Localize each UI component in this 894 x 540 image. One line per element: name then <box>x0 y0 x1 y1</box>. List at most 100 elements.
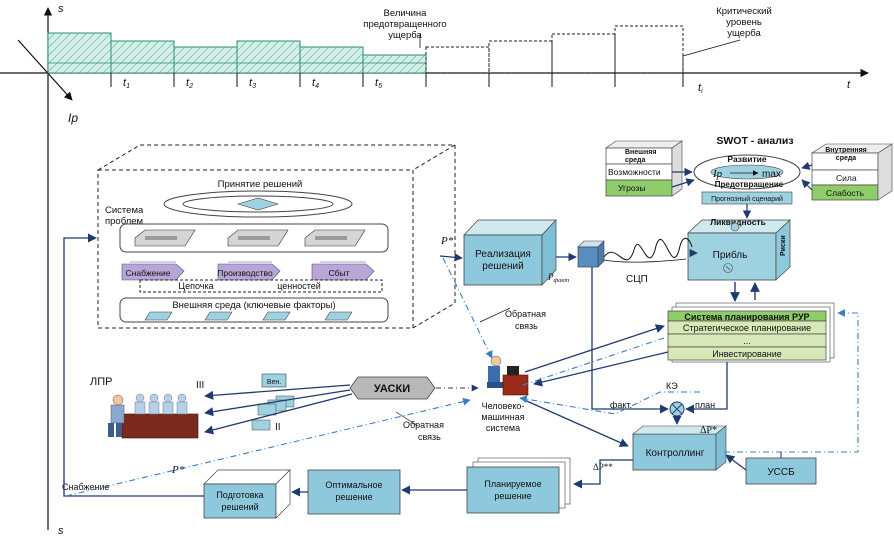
forecast-label: Прогнозный сценарий <box>711 195 783 203</box>
prevented-bar-2 <box>110 40 175 74</box>
tick-label-3: t3 <box>249 77 256 90</box>
delta-p-2star: ΔP** <box>593 462 613 472</box>
realization-box: Реализация решений <box>463 219 557 286</box>
ip-label: Ip <box>712 168 723 180</box>
optimal-label-1: Оптимальное <box>325 480 382 490</box>
planning-row-ellipsis: ... <box>743 336 751 346</box>
chain-sales-label: Сбыт <box>328 268 349 278</box>
feedback-lines <box>65 257 859 497</box>
hms-label-3: система <box>486 423 520 433</box>
hms-label-1: Человеко- <box>482 401 525 411</box>
opportunities-label: Возможности <box>608 167 661 177</box>
presenter-icon <box>108 394 125 437</box>
roman-two: II <box>275 422 281 433</box>
decision-making-label: Принятие решений <box>218 179 303 190</box>
planning-system: Система планирования РУР Стратегическое … <box>667 302 835 363</box>
profit-label: Прибль <box>713 249 748 261</box>
tick-label-2: t2 <box>186 77 193 90</box>
planning-row-strategic: Стратегическое планирование <box>683 323 811 333</box>
s-axis-label: s <box>58 3 64 15</box>
environment-label: Внешняя среда (ключевые факторы) <box>172 300 335 311</box>
hms-workstation-icon <box>487 355 529 396</box>
dashed-bars <box>425 25 684 74</box>
realization-label-1: Реализация <box>475 249 531 260</box>
p-fact-label: Pфакт <box>547 272 569 284</box>
ip-axis-label: Ip <box>68 111 78 125</box>
hms-label-2: машинная <box>481 412 524 422</box>
ke-label: КЭ <box>666 381 678 391</box>
scp-label: СЦП <box>626 274 648 285</box>
t-axis-label: t <box>847 79 851 91</box>
prepare-label-1: Подготовка <box>216 490 263 500</box>
controlling-label: Контроллинг <box>646 448 705 459</box>
swot-analysis: SWOT - анализ Внешняя среда Возможности … <box>605 135 894 205</box>
ven-label: Вен. <box>267 379 281 386</box>
risks-label: Риски <box>780 235 787 256</box>
profit-box: Ликвидность Прибль Риски <box>687 204 791 281</box>
delta-p-star: ΔP* <box>700 425 717 436</box>
prepare-solutions-box: Подготовка решений <box>203 469 291 519</box>
scp-cube <box>577 240 605 268</box>
prevented-bar-3 <box>173 46 238 74</box>
tick-label-i: ti <box>698 82 703 95</box>
controlling-box: Контроллинг <box>632 425 727 471</box>
chain-production-label: Производство <box>217 268 273 278</box>
feedback-top-1: Обратная <box>505 309 546 319</box>
prevented-bar-4 <box>236 40 301 74</box>
prevented-label-1: Величина <box>384 8 428 19</box>
internal-header-1: Внутренняя <box>825 147 866 154</box>
planned-label-2: решение <box>494 491 531 501</box>
value-chain: Снабжение Производство Сбыт Цепочка ценн… <box>121 261 383 293</box>
uaski-octagon <box>349 376 436 400</box>
external-header-2: среда <box>625 157 646 164</box>
internal-env-box: Внутренняя среда Сила Слабость <box>810 143 894 201</box>
prevented-label-3: ущерба <box>388 30 422 41</box>
roman-three: III <box>196 380 204 391</box>
max-label: max <box>762 169 781 180</box>
prepare-label-2: решений <box>221 502 258 512</box>
prevented-bar-5 <box>299 46 364 74</box>
chain-production <box>217 263 281 281</box>
ip-axis <box>17 39 73 101</box>
ussb-box <box>745 457 817 485</box>
problems-title-1: Система <box>105 205 144 216</box>
chain-supply <box>121 263 185 281</box>
internal-header-2: среда <box>836 155 857 162</box>
timeline: t1 t2 t3 t4 t5 ti s t Ip s Величина пред… <box>0 3 869 537</box>
problems-system-box: Система проблем Принятие решений Снабжен… <box>97 144 457 329</box>
weakness-label: Слабость <box>826 188 865 198</box>
feedback-bottom-2: связь <box>418 432 441 442</box>
planning-title: Система планирования РУР <box>684 312 809 322</box>
environment-row <box>119 297 389 323</box>
planned-solution-box: Планируемое решение <box>466 457 571 514</box>
uaski-block: УАСКИ <box>349 376 436 400</box>
fact-label: факт. <box>610 400 632 410</box>
prevented-label-2: предотвращенного <box>363 19 446 30</box>
feedback-bottom-1: Обратная <box>403 420 444 430</box>
critical-label-3: ущерба <box>727 28 761 39</box>
realization-label-2: решений <box>482 261 523 272</box>
prevented-bar-1 <box>47 32 112 74</box>
scp-loops <box>603 237 693 261</box>
problems-title-2: проблем <box>105 216 143 227</box>
plan-label: план <box>695 400 715 410</box>
lpr-table <box>121 413 199 439</box>
tick-label-4: t4 <box>312 77 319 90</box>
connector-arrows <box>63 233 747 497</box>
development-label: Развитие <box>727 154 766 164</box>
ussb-label: УССБ <box>767 467 795 478</box>
chain-supply-label: Снабжение <box>126 268 171 278</box>
p-star-top: P* <box>440 235 454 247</box>
feedback-top-2: связь <box>515 321 538 331</box>
supply-label: Снабжение <box>62 482 110 492</box>
planning-row-invest: Инвестирование <box>712 349 781 359</box>
lpr-group: ЛПР <box>90 376 199 439</box>
external-env-box: Внешняя среда Возможности Угрозы <box>605 140 683 197</box>
value-chain-label-2: ценностей <box>277 281 321 291</box>
tick-label-5: t5 <box>375 77 382 90</box>
chain-sales <box>311 263 375 281</box>
doc-stack <box>251 395 295 431</box>
decision-diamond <box>236 197 280 211</box>
p-star-bottom: P* <box>171 464 185 476</box>
